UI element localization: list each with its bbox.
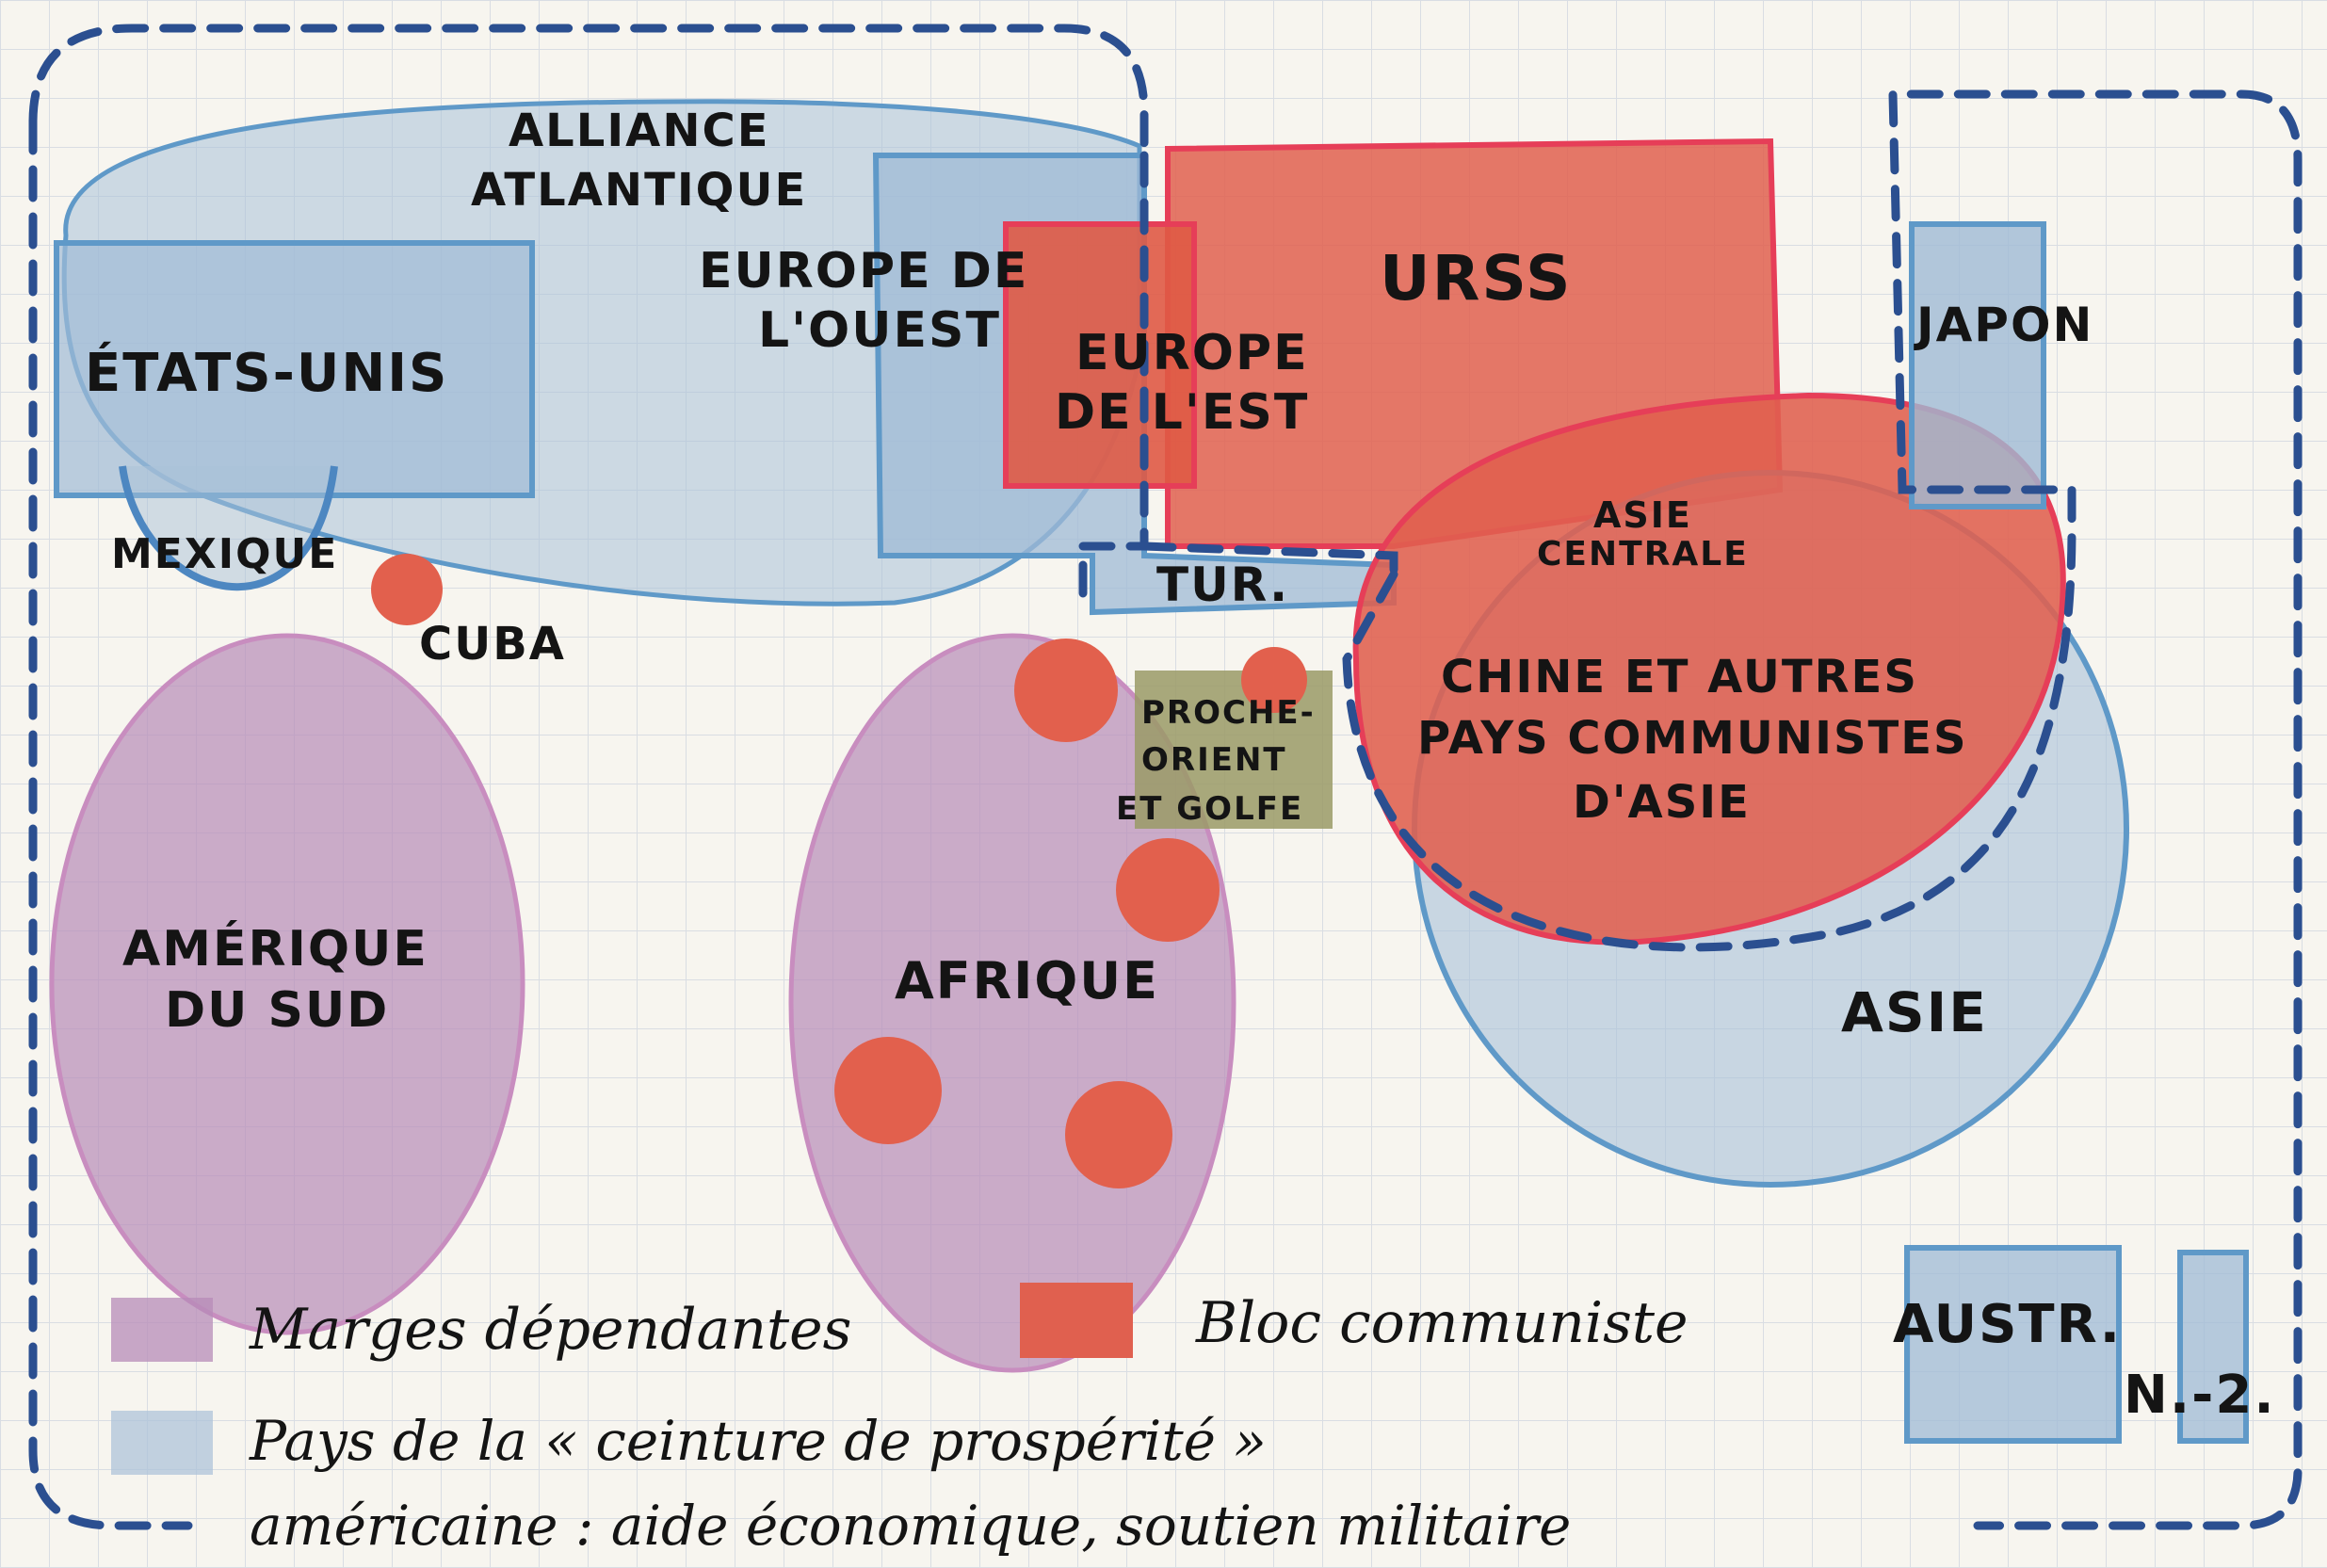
label-asie: ASIE [1841, 980, 1988, 1044]
japon-region [1909, 221, 2046, 509]
label-proche-orient-line2: ORIENT [1141, 741, 1287, 779]
label-alliance-line2: ATLANTIQUE [471, 164, 807, 217]
label-proche-orient-line3: ET GOLFE [1116, 790, 1303, 828]
label-asie-centrale-line2: CENTRALE [1537, 535, 1749, 574]
legend-label-marges: Marges dépendantes [249, 1297, 851, 1363]
label-chine-line1: CHINE ET AUTRES [1441, 651, 1918, 703]
legend-swatch-pays [111, 1411, 213, 1475]
label-europe-ouest-line2: L'OUEST [758, 302, 1001, 359]
label-cuba: CUBA [419, 618, 566, 671]
communist-dot-africa-1 [1014, 639, 1118, 742]
label-tur: TUR. [1156, 558, 1289, 612]
australie-region [1904, 1245, 2122, 1444]
communist-dot-africa-3 [834, 1037, 942, 1144]
label-europe-est-line1: EUROPE [1075, 325, 1309, 381]
label-japon: JAPON [1914, 298, 2093, 352]
communist-dot-near-east [1241, 647, 1307, 713]
label-note: N.-2. [2124, 1365, 2276, 1426]
cuba-dot [371, 554, 443, 625]
label-chine-line2: PAYS COMMUNISTES [1417, 712, 1968, 765]
prosperity-belt-boundary [28, 24, 2303, 1530]
label-chine-line3: D'ASIE [1573, 776, 1751, 829]
legend: Marges dépendantes Bloc communiste Pays … [111, 1283, 1688, 1558]
chine-region [1352, 392, 2066, 946]
legend-label-pays-line1: Pays de la « ceinture de prospérité » [249, 1409, 1267, 1473]
legend-swatch-marges [111, 1298, 213, 1362]
amerique-sud-region [49, 633, 525, 1335]
usa-region [54, 240, 535, 498]
mexique-region [119, 465, 338, 591]
label-urss: URSS [1380, 242, 1573, 315]
communist-dot-africa-2 [1116, 838, 1220, 942]
legend-label-pays-line2: américaine : aide économique, soutien mi… [250, 1494, 1571, 1558]
label-europe-ouest-line1: EUROPE DE [699, 243, 1028, 299]
label-asie-centrale-line1: ASIE [1593, 494, 1692, 536]
europe-est-region [1003, 221, 1197, 489]
nz-region [2177, 1250, 2249, 1444]
label-usa: ÉTATS-UNIS [85, 342, 448, 404]
label-austr: AUSTR. [1893, 1294, 2122, 1355]
label-amerique-sud-line2: DU SUD [165, 982, 389, 1039]
label-mexique: MEXIQUE [111, 530, 338, 578]
legend-swatch-bloc [1020, 1283, 1133, 1358]
communist-dot-africa-4 [1065, 1081, 1172, 1188]
legend-label-bloc: Bloc communiste [1195, 1290, 1688, 1356]
label-proche-orient-line1: PROCHE- [1141, 694, 1316, 732]
label-amerique-sud-line1: AMÉRIQUE [122, 920, 428, 978]
label-alliance-line1: ALLIANCE [509, 105, 770, 157]
label-europe-est-line2: DE L'EST [1055, 384, 1309, 441]
label-afrique: AFRIQUE [895, 951, 1159, 1010]
